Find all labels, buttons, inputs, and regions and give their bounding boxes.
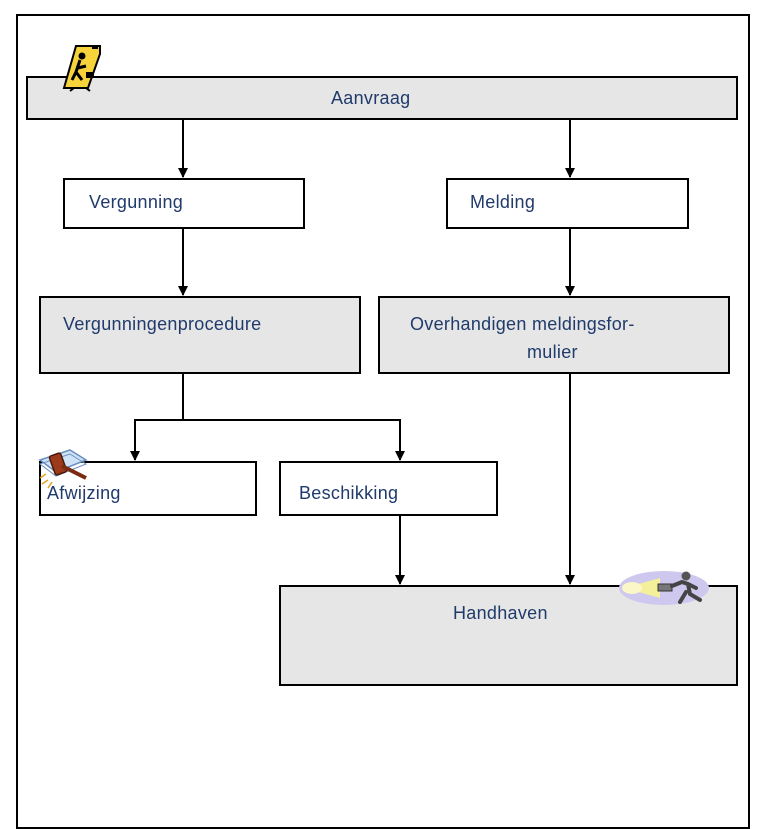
flashlight-inspector-icon — [619, 571, 709, 605]
node-vergunning: Vergunning — [63, 178, 305, 229]
node-melding: Melding — [446, 178, 689, 229]
node-vergunningenprocedure-label: Vergunningenprocedure — [63, 314, 262, 334]
node-aanvraag-label: Aanvraag — [331, 88, 411, 108]
node-aanvraag: Aanvraag — [26, 76, 738, 120]
node-vergunning-label: Vergunning — [89, 192, 184, 212]
construction-worker-sign-icon — [62, 45, 101, 92]
node-afwijzing-label: Afwijzing — [47, 483, 121, 503]
node-vergunningenprocedure: Vergunningenprocedure — [39, 296, 361, 374]
node-beschikking: Beschikking — [279, 461, 498, 516]
node-overhandigen-meldingsformulier: Overhandigen meldingsfor- mulier — [378, 296, 730, 374]
node-melding-label: Melding — [470, 192, 536, 212]
node-beschikking-label: Beschikking — [299, 483, 399, 503]
page-frame — [16, 14, 750, 829]
node-afwijzing: Afwijzing — [39, 461, 257, 516]
judge-gavel-icon — [38, 449, 88, 489]
node-overhandigen-label-line2: mulier — [527, 342, 578, 362]
node-handhaven-label: Handhaven — [453, 603, 548, 623]
node-overhandigen-label-line1: Overhandigen meldingsfor- — [410, 314, 635, 334]
